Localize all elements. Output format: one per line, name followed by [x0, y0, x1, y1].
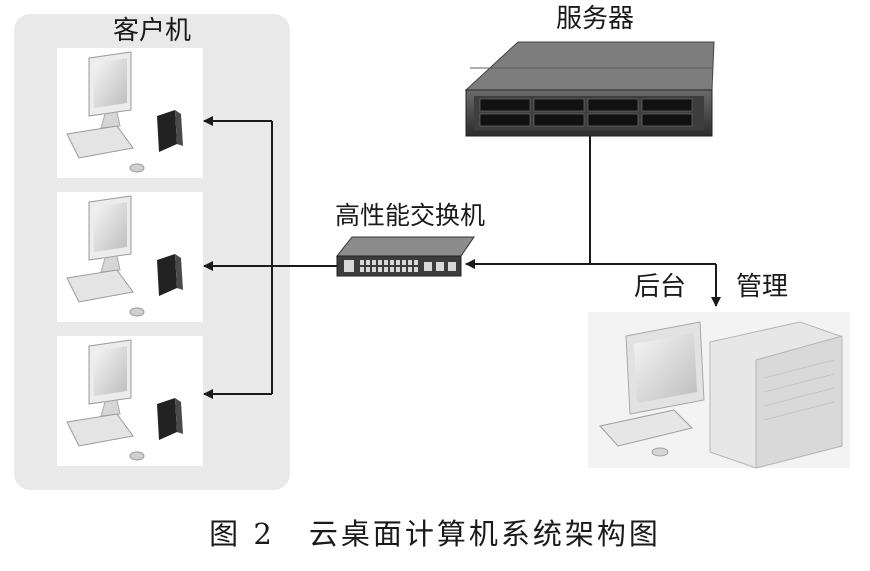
admin-label-part2: 管理: [736, 272, 789, 302]
admin-label-part1: 后台: [634, 272, 687, 302]
client-computer-icon-2: [66, 195, 183, 317]
figure-number: 图 2: [209, 517, 275, 551]
network-switch-icon: [335, 236, 475, 277]
figure-title: 云桌面计算机系统架构图: [308, 517, 661, 551]
client-group-title: 客户机: [112, 16, 191, 46]
server-label: 服务器: [555, 4, 634, 34]
client-computer-icon-1: [66, 51, 183, 173]
desktop-computer-icon: [599, 321, 843, 469]
figure-caption: 图 2 云桌面计算机系统架构图: [0, 516, 870, 552]
client-computer-icon-3: [66, 339, 183, 461]
rack-server-icon: [464, 41, 715, 137]
switch-label: 高性能交换机: [334, 201, 485, 230]
